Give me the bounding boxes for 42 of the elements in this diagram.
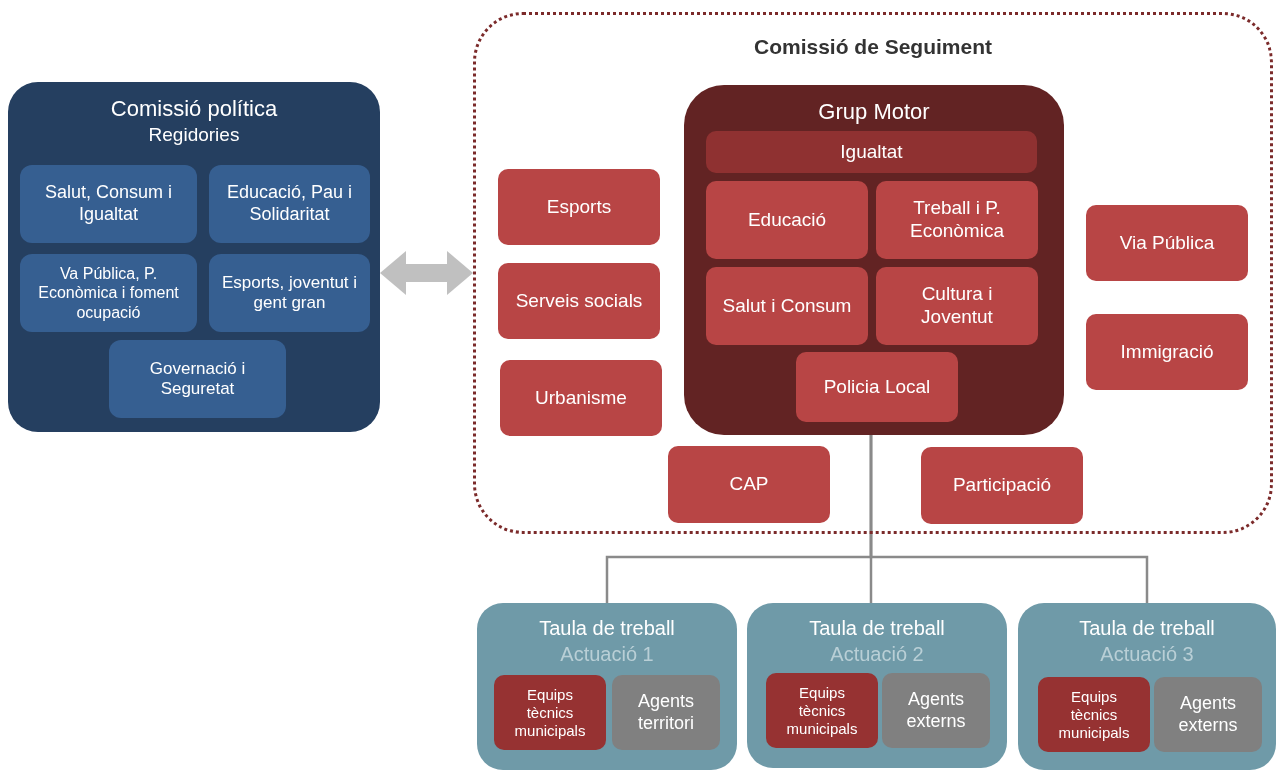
group-title: Taula de treball bbox=[1078, 617, 1216, 640]
department-box: Esports, joventut i gent gran bbox=[209, 254, 370, 332]
team-box: Equips tècnics municipals bbox=[766, 673, 878, 748]
agents-box: Agents territori bbox=[612, 675, 720, 750]
work-table-panel bbox=[477, 603, 737, 770]
team-box: Equips tècnics municipals bbox=[494, 675, 606, 750]
group-subtitle: Actuació 2 bbox=[829, 643, 925, 666]
department-box: Participació bbox=[921, 447, 1083, 524]
group-title: Taula de treball bbox=[538, 617, 676, 640]
department-box: Urbanisme bbox=[500, 360, 662, 436]
group-title: Grup Motor bbox=[817, 99, 931, 125]
department-box: Salut i Consum bbox=[706, 267, 868, 345]
department-box: Serveis socials bbox=[498, 263, 660, 339]
department-box: Salut, Consum i Igualtat bbox=[20, 165, 197, 243]
department-box: CAP bbox=[668, 446, 830, 523]
group-panel bbox=[684, 85, 1064, 435]
department-box: Governació i Seguretat bbox=[109, 340, 286, 418]
department-box: Esports bbox=[498, 169, 660, 245]
group-title: Comissió política bbox=[109, 96, 279, 122]
department-box: Immigració bbox=[1086, 314, 1248, 390]
work-table-panel bbox=[1018, 603, 1276, 770]
department-box: Cultura i Joventut bbox=[876, 267, 1038, 345]
group-title: Comissió de Seguiment bbox=[752, 35, 993, 60]
department-box: Policia Local bbox=[796, 352, 958, 422]
agents-box: Agents externs bbox=[1154, 677, 1262, 752]
group-subtitle: Actuació 1 bbox=[559, 643, 655, 666]
work-table-panel bbox=[747, 603, 1007, 768]
connector-line bbox=[869, 432, 1149, 603]
department-box: Igualtat bbox=[706, 131, 1037, 173]
double-block-arrow bbox=[380, 251, 473, 295]
department-box: Va Pública, P. Econòmica i foment ocupació bbox=[20, 254, 197, 332]
group-subtitle: Regidories bbox=[147, 124, 241, 146]
group-title: Taula de treball bbox=[808, 617, 946, 640]
agents-box: Agents externs bbox=[882, 673, 990, 748]
group-panel bbox=[8, 82, 380, 432]
department-box: Educació bbox=[706, 181, 868, 259]
dotted-group-frame bbox=[473, 12, 1273, 534]
department-box: Treball i P. Econòmica bbox=[876, 181, 1038, 259]
department-box: Educació, Pau i Solidaritat bbox=[209, 165, 370, 243]
department-box: Via Pública bbox=[1086, 205, 1248, 281]
group-subtitle: Actuació 3 bbox=[1099, 643, 1195, 666]
team-box: Equips tècnics municipals bbox=[1038, 677, 1150, 752]
